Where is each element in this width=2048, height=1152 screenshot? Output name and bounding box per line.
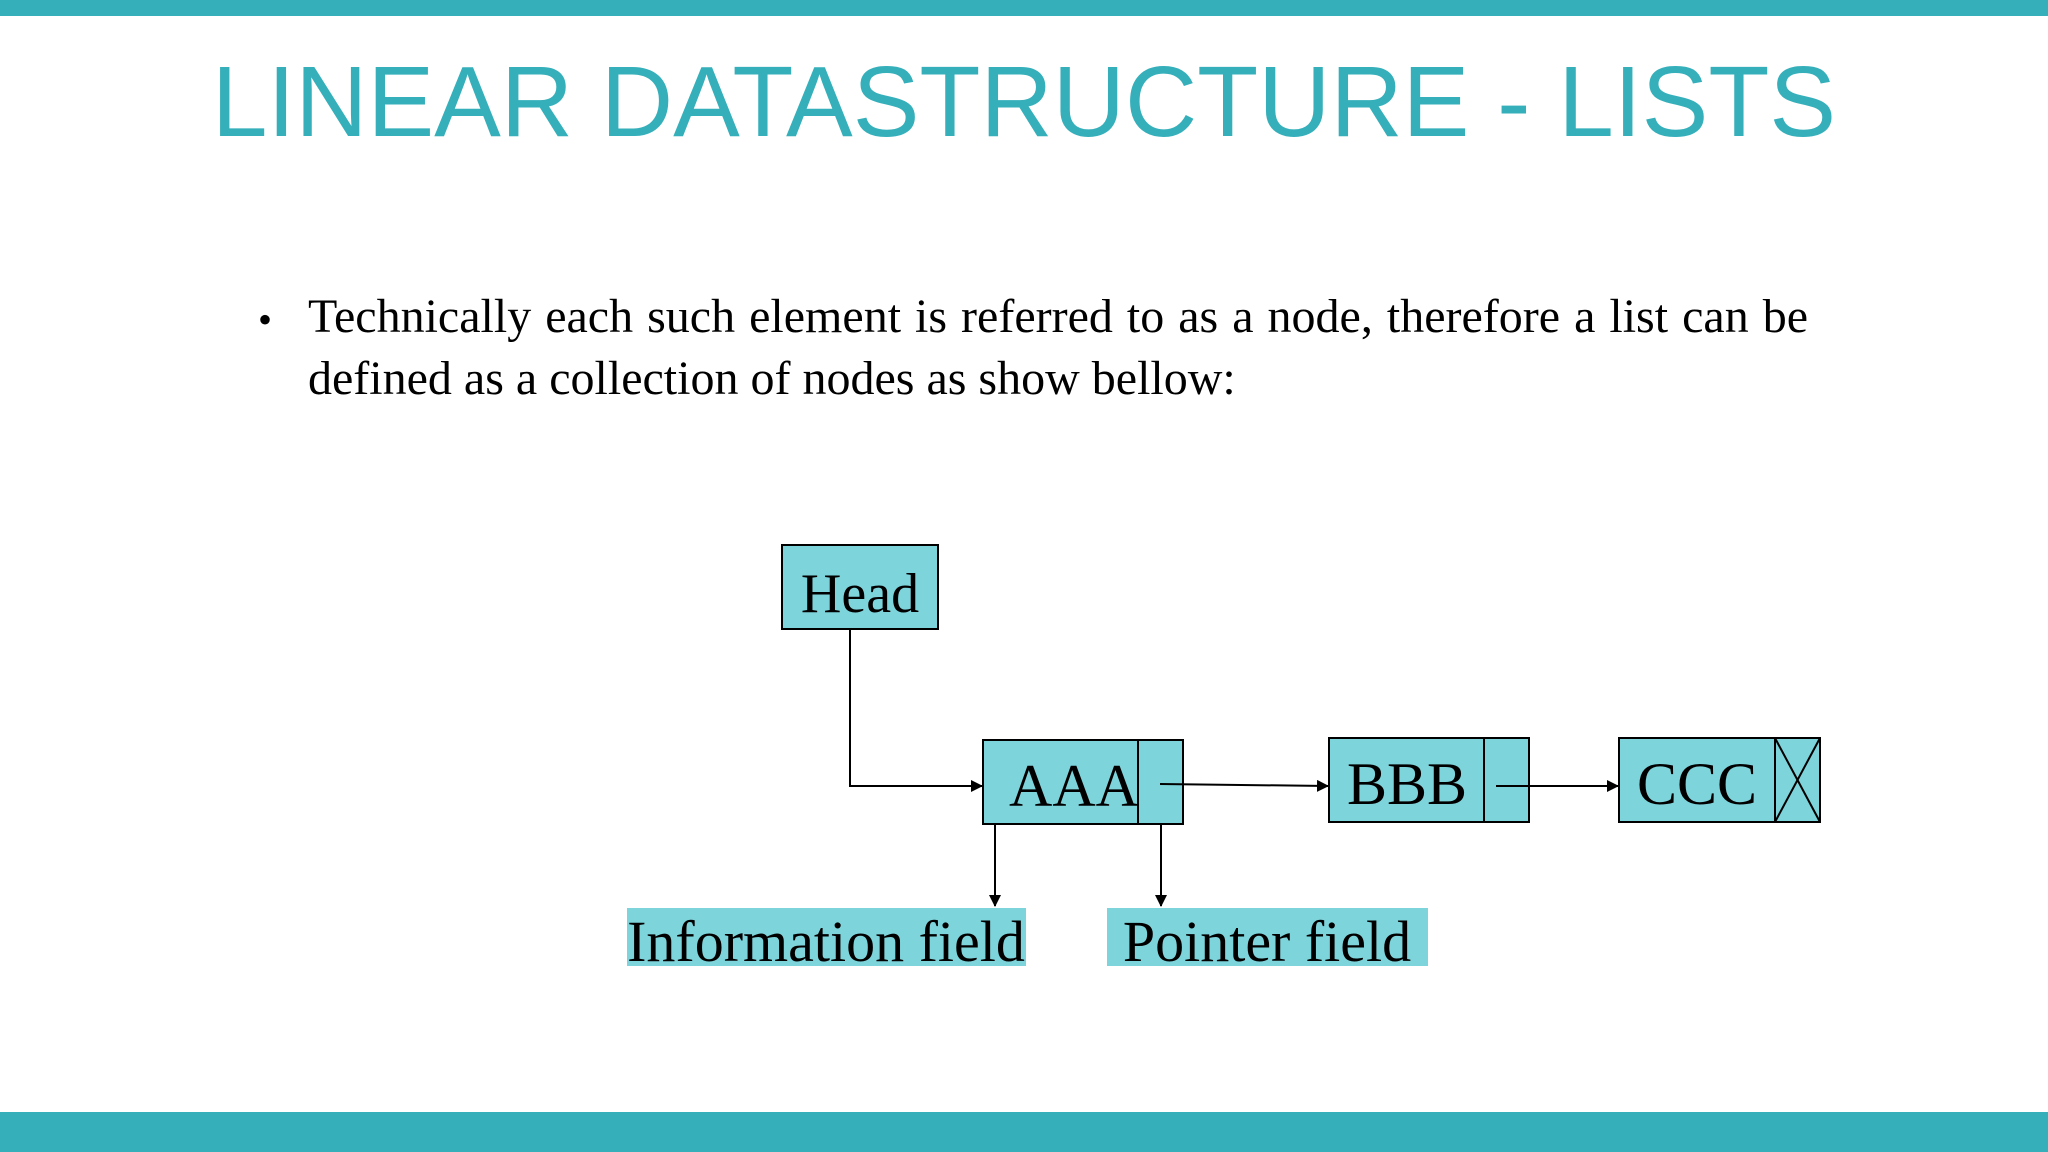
bullet-dot-icon: • (258, 297, 273, 342)
pointer-arrow-aaa-bbb (1159, 779, 1329, 792)
list-node-bbb: BBB (1328, 737, 1530, 823)
head-label: Head (801, 563, 919, 625)
info-field-label: Information field (627, 909, 1025, 974)
head-connector (849, 629, 983, 792)
bottom-accent-bar (0, 1112, 2048, 1152)
head-node: Head (781, 544, 939, 630)
list-node-aaa: AAA (982, 739, 1184, 825)
node-info-label: BBB (1347, 751, 1467, 817)
node-info-label: CCC (1637, 751, 1757, 817)
node-info-label: AAA (1009, 753, 1139, 819)
null-pointer-icon (1774, 737, 1821, 823)
bullet-text: Technically each such element is referre… (308, 290, 1808, 405)
list-node-ccc: CCC (1618, 737, 1821, 823)
info-field-label-bg (627, 908, 1026, 966)
pointer-field-label-bg (1107, 908, 1428, 966)
slide-title: LINEAR DATASTRUCTURE - LISTS (211, 46, 1837, 158)
pointer-field-label: Pointer field (1123, 909, 1411, 974)
top-accent-bar (0, 0, 2048, 16)
